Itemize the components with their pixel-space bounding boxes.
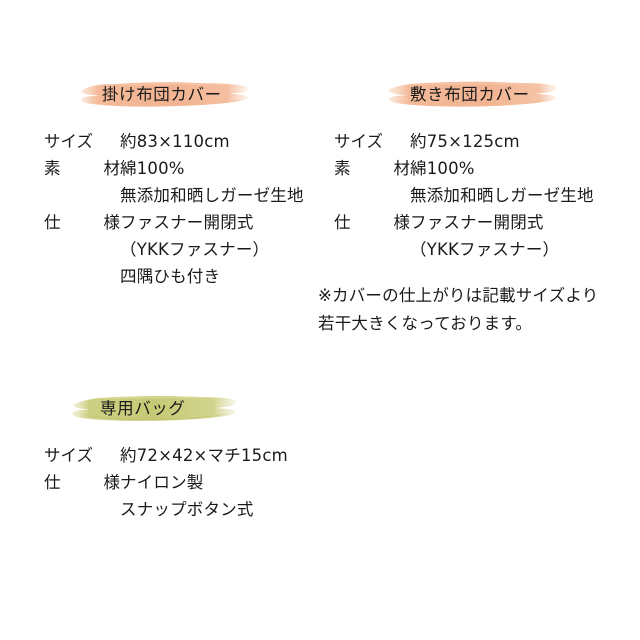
spec-value: 無添加和晒しガーゼ生地 bbox=[410, 186, 594, 205]
note-line: ※カバーの仕上がりは記載サイズより bbox=[318, 286, 599, 305]
spec-row: 素材 綿100% bbox=[44, 155, 334, 182]
spec-label: 仕様 bbox=[334, 213, 410, 232]
spec-label: サイズ bbox=[334, 132, 384, 151]
spec-value: 約83×110cm bbox=[120, 132, 230, 151]
heading-label: 掛け布団カバー bbox=[102, 85, 222, 104]
spec-label: 仕様 bbox=[44, 473, 120, 492]
spec-row-continuation: 仕様 スナップボタン式 bbox=[44, 496, 374, 523]
heading-label: 専用バッグ bbox=[100, 399, 186, 418]
spec-value: 約75×125cm bbox=[410, 132, 520, 151]
spec-list-kake: サイズ 約83×110cm 素材 綿100% 素材 無添加和晒しガーゼ生地 仕様… bbox=[44, 128, 334, 290]
spec-value: ナイロン製 bbox=[120, 473, 204, 492]
spec-value: 綿100% bbox=[120, 159, 185, 178]
spec-row-continuation: 仕様 四隅ひも付き bbox=[44, 263, 334, 290]
spec-list-bag: サイズ 約72×42×マチ15cm 仕様 ナイロン製 仕様 スナップボタン式 bbox=[44, 442, 374, 523]
spec-value: ファスナー開閉式 bbox=[410, 213, 544, 232]
spec-row: サイズ 約83×110cm bbox=[44, 128, 334, 155]
spec-row-continuation: 仕様 （YKKファスナー） bbox=[44, 236, 334, 263]
note-line: 若干大きくなっております。 bbox=[318, 314, 533, 333]
spec-row: サイズ 約75×125cm bbox=[334, 128, 634, 155]
spec-value: （YKKファスナー） bbox=[410, 240, 560, 259]
spec-value: 綿100% bbox=[410, 159, 475, 178]
heading-dedicated-bag: 専用バッグ bbox=[44, 392, 374, 428]
spec-value: 無添加和晒しガーゼ生地 bbox=[120, 186, 304, 205]
section-dedicated-bag: 専用バッグ サイズ 約72×42×マチ15cm 仕様 ナイロン製 仕様 スナップ… bbox=[44, 392, 374, 523]
heading-label: 敷き布団カバー bbox=[410, 85, 530, 104]
spec-value: 四隅ひも付き bbox=[120, 267, 221, 286]
spec-label: 仕様 bbox=[44, 213, 120, 232]
section-shiki-futon-cover: 敷き布団カバー サイズ 約75×125cm 素材 綿100% 素材 無添加和晒し… bbox=[334, 78, 634, 263]
spec-row-continuation: 素材 無添加和晒しガーゼ生地 bbox=[334, 182, 634, 209]
note-block: ※カバーの仕上がりは記載サイズより 若干大きくなっております。 bbox=[318, 282, 618, 338]
spec-row: 素材 綿100% bbox=[334, 155, 634, 182]
spec-value: ファスナー開閉式 bbox=[120, 213, 254, 232]
spec-row-continuation: 仕様 （YKKファスナー） bbox=[334, 236, 634, 263]
spec-value: スナップボタン式 bbox=[120, 500, 254, 519]
spec-value: （YKKファスナー） bbox=[120, 240, 270, 259]
spec-row: 仕様 ファスナー開閉式 bbox=[44, 209, 334, 236]
spec-list-shiki: サイズ 約75×125cm 素材 綿100% 素材 無添加和晒しガーゼ生地 仕様… bbox=[334, 128, 634, 263]
spec-label: サイズ bbox=[44, 132, 94, 151]
section-kake-futon-cover: 掛け布団カバー サイズ 約83×110cm 素材 綿100% 素材 無添加和晒し… bbox=[44, 78, 334, 290]
spec-row: 仕様 ナイロン製 bbox=[44, 469, 374, 496]
spec-row-continuation: 素材 無添加和晒しガーゼ生地 bbox=[44, 182, 334, 209]
spec-value: 約72×42×マチ15cm bbox=[120, 446, 288, 465]
spec-row: サイズ 約72×42×マチ15cm bbox=[44, 442, 374, 469]
spec-label: 素材 bbox=[334, 159, 410, 178]
heading-shiki-futon-cover: 敷き布団カバー bbox=[334, 78, 634, 114]
spec-label: 素材 bbox=[44, 159, 120, 178]
spec-row: 仕様 ファスナー開閉式 bbox=[334, 209, 634, 236]
spec-label: サイズ bbox=[44, 446, 94, 465]
heading-kake-futon-cover: 掛け布団カバー bbox=[44, 78, 334, 114]
